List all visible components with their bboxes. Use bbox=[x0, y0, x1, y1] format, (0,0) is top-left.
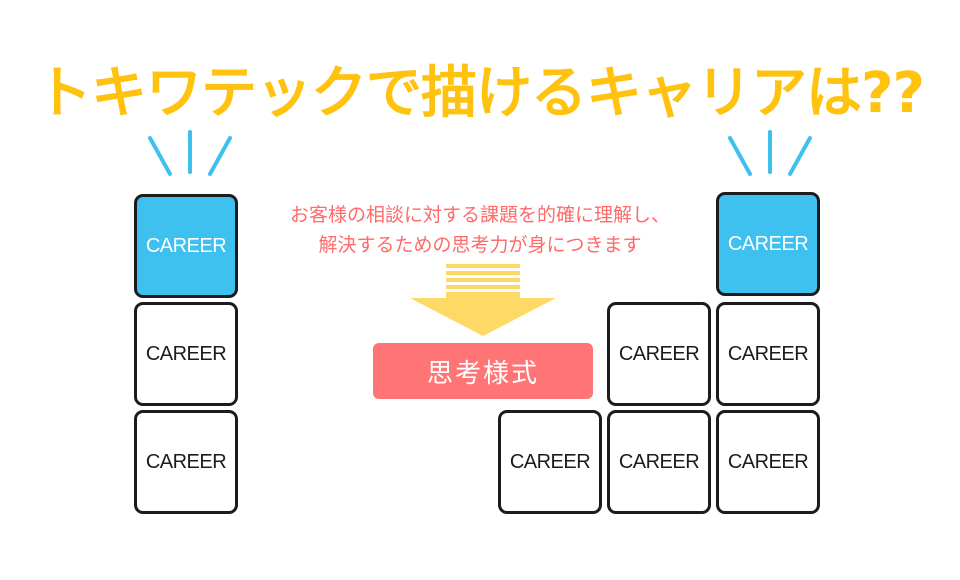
career-block-right-col2-bottom: CAREER bbox=[607, 410, 711, 514]
career-block-left-bottom: CAREER bbox=[134, 410, 238, 514]
career-block-right-col3-middle: CAREER bbox=[716, 302, 820, 406]
career-block-left-middle: CAREER bbox=[134, 302, 238, 406]
right-highlight-rays bbox=[728, 130, 812, 176]
description-line-1: お客様の相談に対する課題を的確に理解し、 bbox=[289, 204, 670, 226]
description-line-2: 解決するための思考力が身につきます bbox=[318, 234, 642, 256]
career-block-right-col2-middle: CAREER bbox=[607, 302, 711, 406]
left-highlight-rays bbox=[148, 130, 232, 176]
career-block-right-col3-bottom: CAREER bbox=[716, 410, 820, 514]
career-block-right-col1-bottom: CAREER bbox=[498, 410, 602, 514]
mindset-badge: 思考様式 bbox=[373, 343, 593, 399]
down-arrow-icon bbox=[410, 264, 556, 336]
description: お客様の相談に対する課題を的確に理解し、 解決するための思考力が身につきます bbox=[250, 200, 710, 260]
page-title: トキワテックで描けるキャリアは?? bbox=[36, 61, 925, 126]
career-block-left-top: CAREER bbox=[134, 194, 238, 298]
career-block-right-top: CAREER bbox=[716, 192, 820, 296]
